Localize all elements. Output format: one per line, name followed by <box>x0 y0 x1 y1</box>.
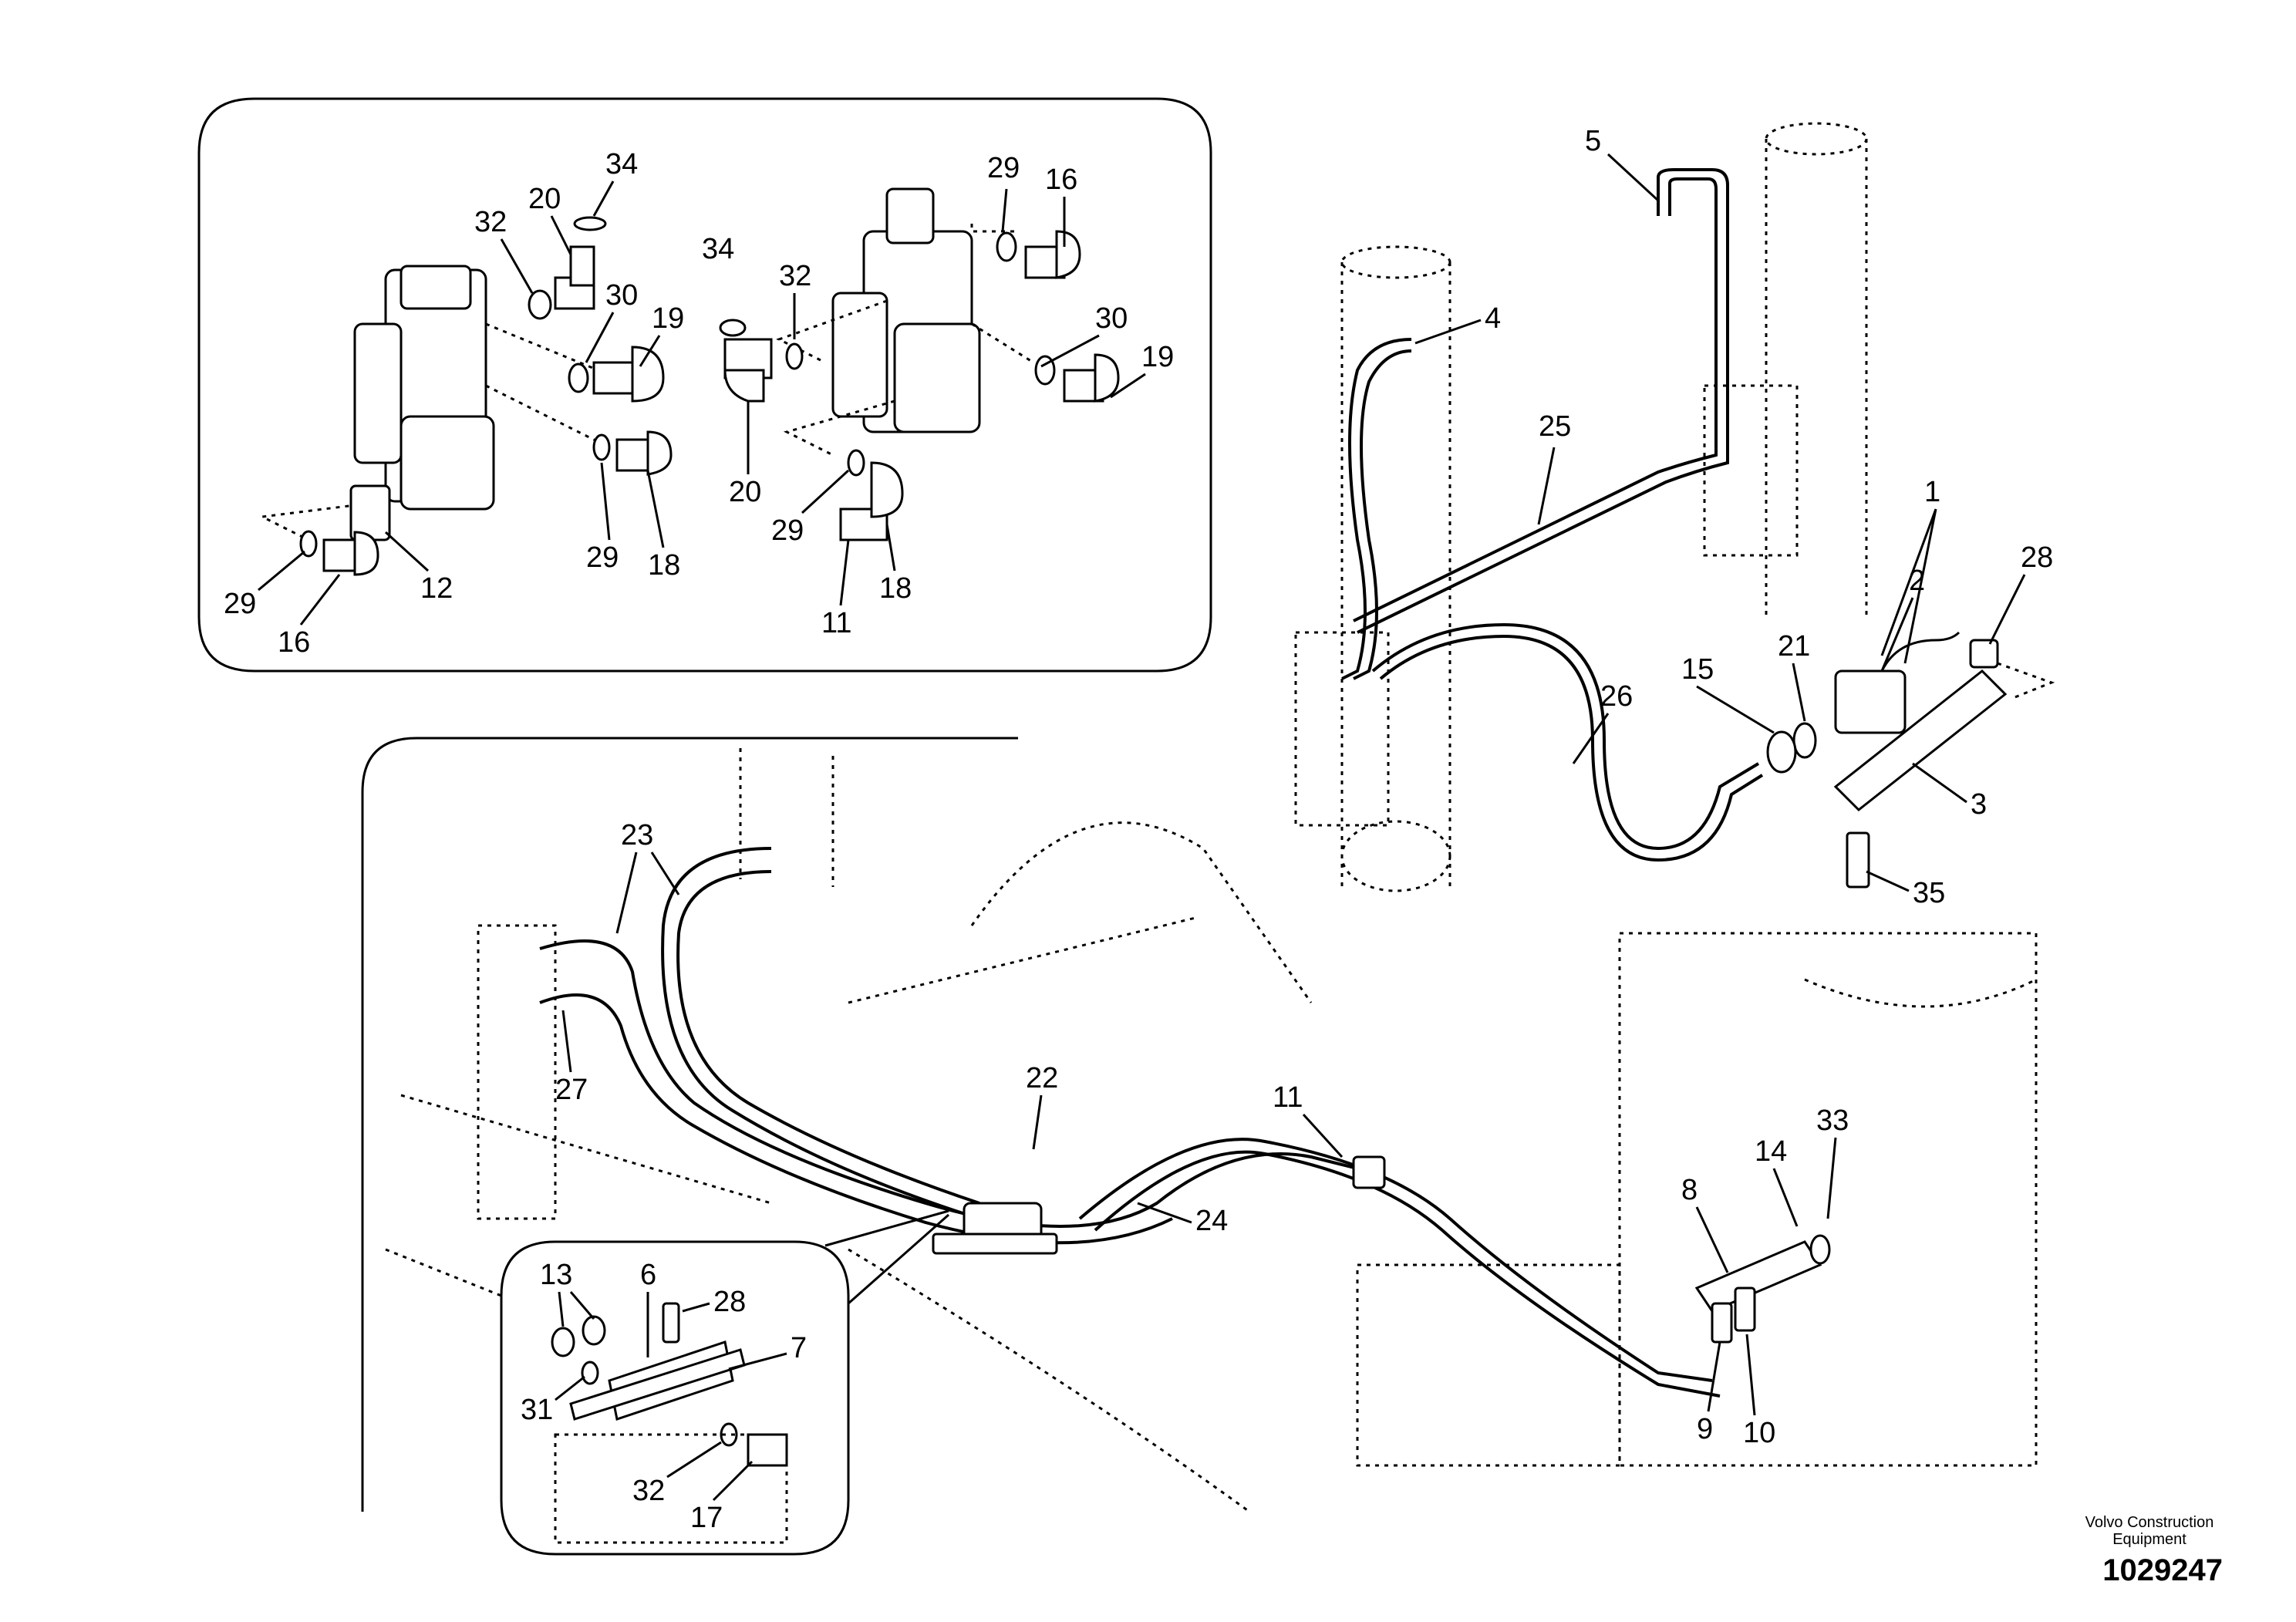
inset-frame-bottom <box>500 1240 850 1556</box>
callout-25: 25 <box>1539 410 1571 443</box>
callout-7: 7 <box>791 1332 807 1364</box>
valve-block-left <box>353 265 495 511</box>
callout-24: 24 <box>1195 1205 1228 1237</box>
callout-33: 33 <box>1816 1104 1849 1137</box>
callout-29-c: 29 <box>771 514 804 547</box>
callout-19-b: 19 <box>1141 341 1174 373</box>
connector-block-detail <box>551 1302 788 1544</box>
callout-14: 14 <box>1755 1135 1787 1168</box>
callout-9: 9 <box>1697 1413 1713 1445</box>
callout-16-b: 16 <box>1045 164 1077 196</box>
callout-34-b: 34 <box>702 233 734 265</box>
callout-8: 8 <box>1681 1174 1698 1206</box>
callout-27: 27 <box>555 1074 588 1106</box>
callout-18-b: 18 <box>879 572 912 605</box>
callout-15: 15 <box>1681 653 1714 686</box>
callout-32-a: 32 <box>474 206 507 238</box>
hose-routing-upper <box>1341 168 1764 862</box>
inset-pointer <box>824 1209 949 1305</box>
callout-20-a: 20 <box>528 183 561 215</box>
callout-29-b: 29 <box>224 588 256 620</box>
inset-frame-top <box>197 97 1212 673</box>
brand-line-1: Volvo Construction <box>2085 1514 2214 1531</box>
callout-10: 10 <box>1743 1417 1775 1449</box>
callout-21: 21 <box>1778 630 1810 663</box>
drawing-number: 1029247 <box>2102 1553 2223 1587</box>
callout-31: 31 <box>521 1394 553 1426</box>
callout-5: 5 <box>1585 125 1601 157</box>
callout-29-d: 29 <box>987 152 1020 184</box>
callout-22: 22 <box>1026 1062 1058 1094</box>
callout-19-a: 19 <box>652 302 684 335</box>
callout-34-a: 34 <box>605 148 638 180</box>
brand-line-2: Equipment <box>2112 1531 2186 1548</box>
callout-26: 26 <box>1600 680 1633 713</box>
callout-35: 35 <box>1913 877 1945 909</box>
inset-fittings <box>299 216 1120 576</box>
callout-3: 3 <box>1971 788 1987 821</box>
callout-32-b: 32 <box>779 260 811 292</box>
lower-view-frame <box>361 737 1018 1512</box>
callout-30-b: 30 <box>1095 302 1128 335</box>
callout-30-a: 30 <box>605 279 638 312</box>
hose-routing-lower <box>539 847 1721 1398</box>
callout-labels: 34 20 32 30 19 29 18 12 29 16 34 32 20 2… <box>224 125 2053 1534</box>
callout-16-a: 16 <box>278 626 310 659</box>
callout-1: 1 <box>1924 476 1940 508</box>
callout-12: 12 <box>420 572 453 605</box>
callout-2: 2 <box>1909 565 1925 597</box>
machine-structure <box>385 748 2038 1513</box>
callout-6: 6 <box>640 1259 656 1291</box>
callout-11-b: 11 <box>1273 1081 1303 1114</box>
callout-28-a: 28 <box>2021 541 2053 574</box>
callout-17: 17 <box>690 1502 723 1534</box>
callout-28-b: 28 <box>713 1286 746 1318</box>
connector-block-lower <box>932 1155 1831 1344</box>
callout-4: 4 <box>1485 302 1501 335</box>
valve-block-right <box>831 187 981 433</box>
callout-23: 23 <box>621 819 653 851</box>
callout-13: 13 <box>540 1259 572 1291</box>
solenoid-bracket <box>1766 631 2055 889</box>
brand-label: Volvo Construction Equipment <box>2049 1514 2250 1548</box>
callout-20-b: 20 <box>729 476 761 508</box>
callout-32-c: 32 <box>632 1475 665 1507</box>
callout-29-a: 29 <box>586 541 619 574</box>
boom-cylinders <box>1294 122 1868 892</box>
callout-18-a: 18 <box>648 549 680 582</box>
callout-11-a: 11 <box>821 607 851 639</box>
